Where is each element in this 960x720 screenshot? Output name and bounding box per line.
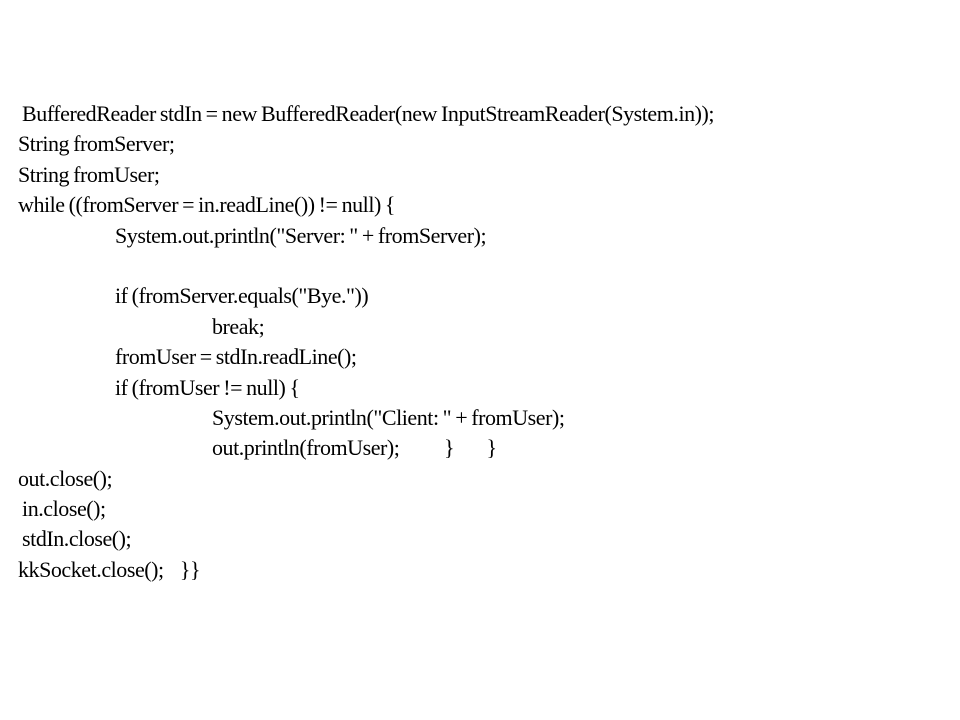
code-line-10: if (fromUser != null) { <box>115 374 300 400</box>
code-line-4: while ((fromServer = in.readLine()) != n… <box>18 192 396 218</box>
code-line-14: in.close(); <box>18 496 106 522</box>
code-line-6-blank <box>18 251 948 281</box>
code-line-12: out.println(fromUser); } } <box>212 435 497 461</box>
code-line-9: fromUser = stdIn.readLine(); <box>115 344 357 370</box>
code-line-5: System.out.println("Server: " + fromServ… <box>115 222 487 248</box>
code-block: BufferedReader stdIn = new BufferedReade… <box>18 99 948 585</box>
code-line-15: stdIn.close(); <box>18 526 132 552</box>
code-line-7: if (fromServer.equals("Bye.")) <box>115 283 369 309</box>
code-line-8: break; <box>212 313 265 339</box>
code-line-13: out.close(); <box>18 465 113 491</box>
code-line-11: System.out.println("Client: " + fromUser… <box>212 404 565 430</box>
code-line-3: String fromUser; <box>18 161 160 187</box>
code-line-16: kkSocket.close(); }} <box>18 556 201 582</box>
code-line-1: BufferedReader stdIn = new BufferedReade… <box>18 101 715 126</box>
code-line-2: String fromServer; <box>18 131 175 157</box>
